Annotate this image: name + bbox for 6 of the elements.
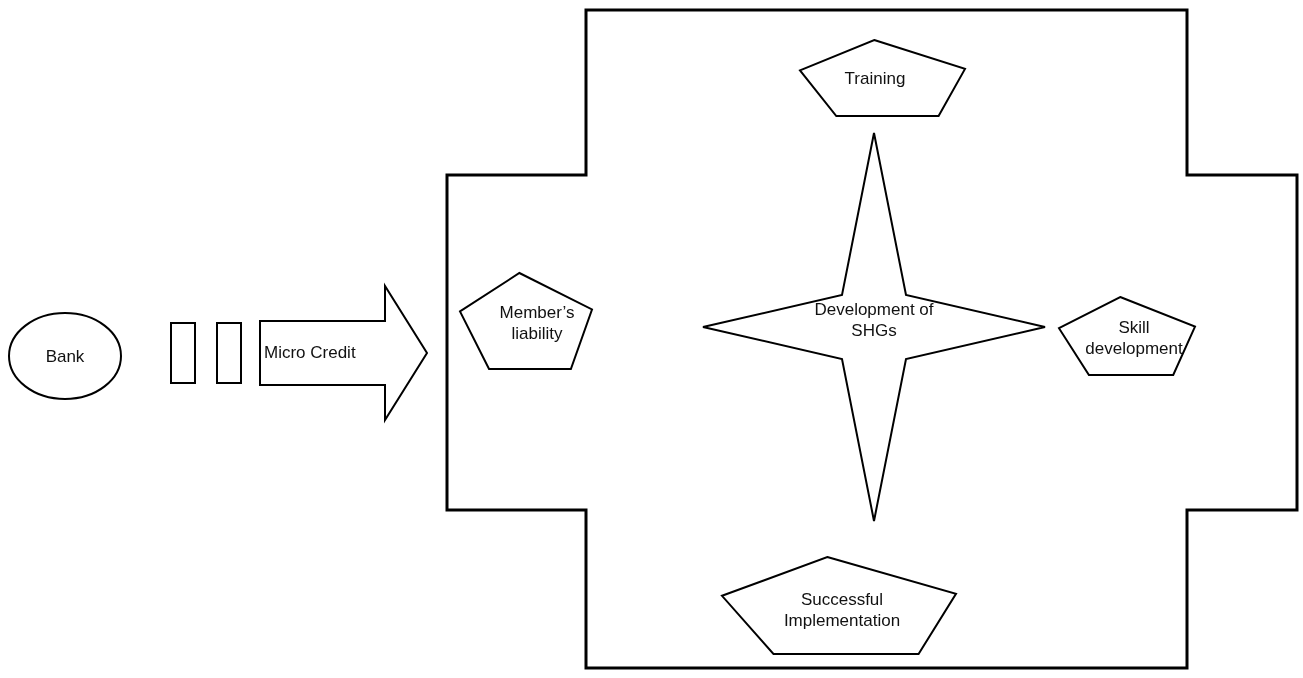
shape-label: Bank — [45, 345, 85, 367]
shape-label: Development of SHGs — [813, 299, 935, 341]
shape-label: Training — [844, 67, 906, 89]
shape-label: Skill development — [1084, 317, 1184, 359]
shape-label: Member’s liability — [498, 302, 576, 344]
shape-label: Successful Implementation — [782, 589, 902, 631]
